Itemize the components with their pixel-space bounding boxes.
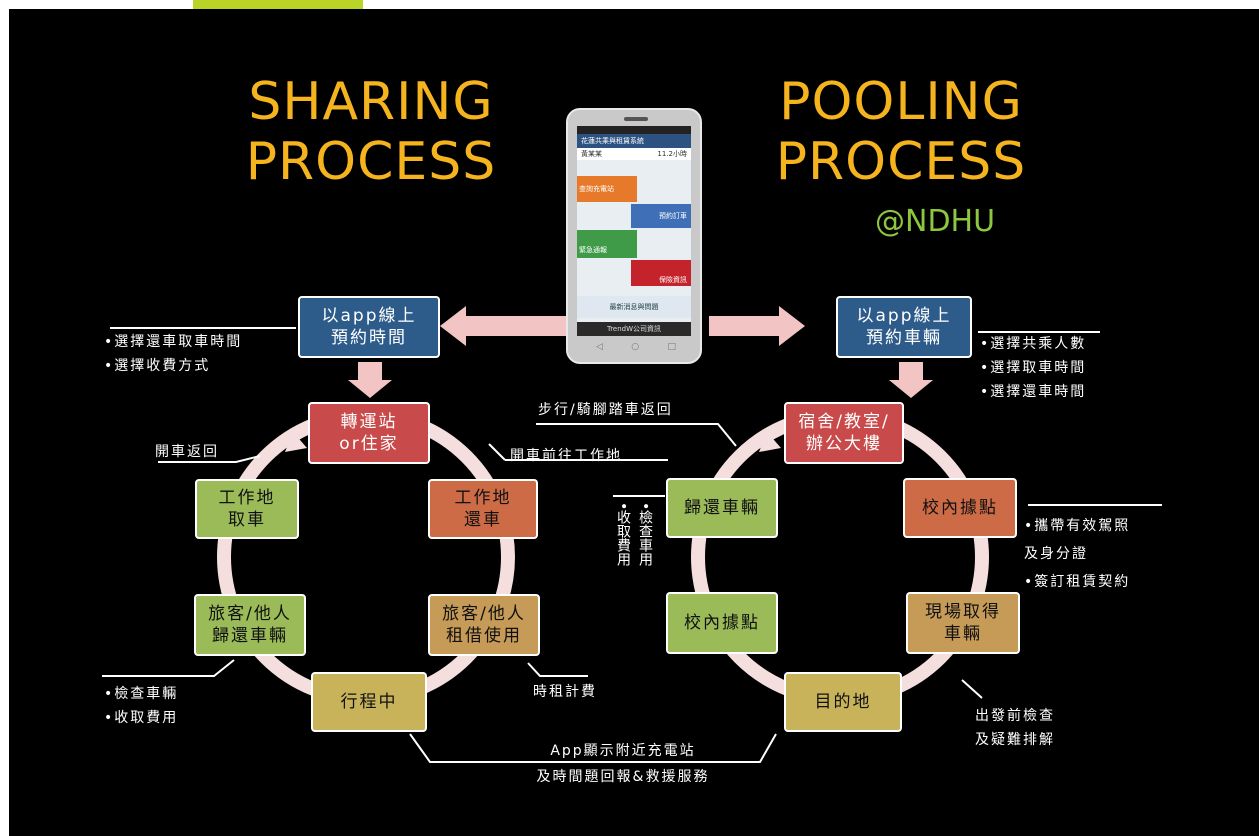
sharing-hourly-label: 時租計費: [533, 684, 597, 700]
phone-balance: 11.2小時: [657, 149, 687, 158]
sharing-title-line-1: SHARING: [248, 72, 494, 132]
arrow-down-pooling: [889, 362, 933, 398]
pooling-return-note-2: •收取費用: [615, 502, 631, 567]
sharing-drive-back-label: 開車返回: [155, 444, 219, 460]
pooling-inspect-label: 出發前檢查 及疑難排解: [975, 708, 1055, 748]
phone-footer-label: TrendW公司資訊: [606, 324, 662, 333]
pooling-reserve-notes: •選擇共乘人數 •選擇取車時間 •選擇還車時間: [980, 336, 1087, 400]
pooling-hub-box: 宿舍/教室/ 辦公大樓: [784, 402, 904, 464]
phone-nav-keys: ◁ ○ □: [596, 342, 676, 352]
phone-tile-1[interactable]: 查詢充電站: [577, 176, 637, 202]
phone-tile-4-label: 保險資訊: [659, 276, 687, 284]
sharing-in-progress-box: 行程中: [311, 672, 427, 732]
phone-app-header: 花蓮共乘與租賃系統: [577, 134, 691, 148]
top-accent-bar: [193, 0, 363, 9]
pooling-campus-point-box-1: 校內據點: [903, 478, 1017, 538]
phone-tile-1-label: 查詢充電站: [579, 185, 614, 193]
pooling-title: POOLING PROCESS: [763, 72, 1039, 192]
arrow-down-sharing: [348, 362, 392, 398]
sharing-reserve-notes: •選擇還車取車時間 •選擇收費方式: [104, 334, 243, 374]
phone-banner[interactable]: 最新消息與問題: [577, 296, 691, 318]
pooling-return-note-1: •檢查車用: [637, 502, 653, 567]
pooling-license-notes: •攜帶有效駕照 及身分證 •簽訂租賃契約: [1024, 518, 1131, 590]
phone-banner-label: 最新消息與問題: [609, 302, 659, 311]
charging-station-label: App顯示附近充電站 及時間題回報&救援服務: [536, 743, 710, 785]
sharing-hub-box: 轉運站 or住家: [308, 402, 430, 464]
arrow-phone-to-sharing: [440, 306, 566, 346]
phone-app-title: 花蓮共乘與租賃系統: [581, 136, 644, 145]
sharing-reserve-box: 以app線上 預約時間: [298, 296, 440, 358]
phone-tile-3[interactable]: 緊急通報: [577, 230, 637, 258]
back-key-icon: ◁: [596, 342, 603, 352]
phone-status-bar: [577, 126, 691, 134]
pooling-walk-back-label: 步行/騎腳踏車返回: [538, 402, 673, 418]
sharing-visitor-rent-box: 旅客/他人 租借使用: [428, 594, 540, 656]
phone-screen: 花蓮共乘與租賃系統 黃某某 11.2小時 查詢充電站 預約訂車 緊急通報 保險資…: [577, 126, 691, 336]
pooling-onsite-box: 現場取得 車輛: [906, 592, 1020, 654]
phone-tile-4[interactable]: 保險資訊: [631, 260, 691, 286]
phone-user-name: 黃某某: [581, 149, 602, 158]
phone-tile-2[interactable]: 預約訂車: [631, 204, 691, 228]
sharing-title-line-2: PROCESS: [245, 132, 497, 192]
phone-tile-3-label: 緊急通報: [579, 246, 607, 254]
pooling-reserve-box: 以app線上 預約車輛: [836, 296, 972, 358]
pooling-cycle-arrowhead: [759, 432, 781, 452]
phone-illustration: 花蓮共乘與租賃系統 黃某某 11.2小時 查詢充電站 預約訂車 緊急通報 保險資…: [566, 108, 702, 364]
sharing-visitor-return-box: 旅客/他人 歸還車輛: [194, 594, 306, 656]
pooling-destination-box: 目的地: [784, 672, 902, 732]
sharing-check-notes: •檢查車輛 •收取費用: [104, 686, 179, 726]
pooling-title-line-1: POOLING: [779, 72, 1023, 132]
phone-speaker: [624, 117, 648, 121]
menu-key-icon: □: [667, 342, 676, 352]
pooling-title-line-2: PROCESS: [775, 132, 1027, 192]
pooling-subtitle: @NDHU: [875, 204, 996, 239]
home-key-icon: ○: [631, 342, 640, 352]
phone-tile-2-label: 預約訂車: [659, 212, 687, 220]
arrow-phone-to-pooling: [709, 306, 805, 346]
pooling-campus-point-box-2: 校內據點: [666, 592, 778, 654]
sharing-title: SHARING PROCESS: [233, 72, 509, 192]
sharing-work-pickup-box: 工作地 取車: [195, 479, 299, 539]
phone-footer: TrendW公司資訊: [577, 322, 691, 336]
sharing-drive-to-work-label: 開車前往工作地: [510, 448, 622, 464]
phone-user-row: 黃某某 11.2小時: [577, 148, 691, 160]
sharing-cycle-arrowhead: [285, 432, 307, 452]
sharing-work-return-box: 工作地 還車: [428, 479, 538, 539]
pooling-return-vehicle-box: 歸還車輛: [666, 478, 778, 538]
